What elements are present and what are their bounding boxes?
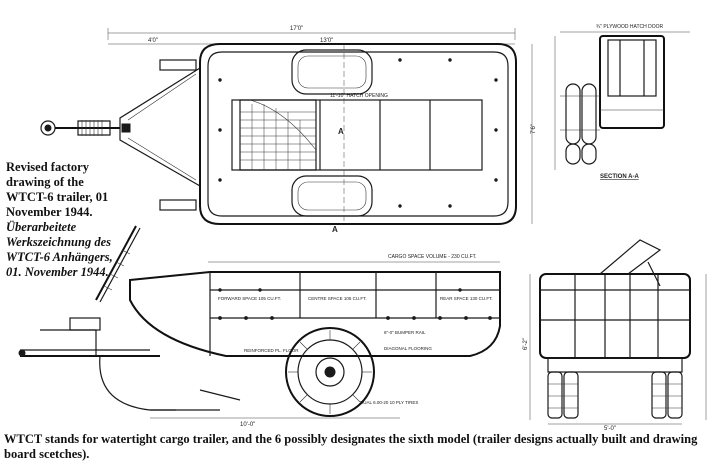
side-width-label: 5'-0"	[604, 426, 616, 432]
forward-space-label: FORWARD SPACE 105 CU.FT.	[218, 296, 281, 301]
caption-block: Revised factory drawing of the WTCT-6 tr…	[6, 160, 118, 280]
body-length-label: 13'0"	[320, 38, 333, 44]
section-mark-bottom: A	[332, 225, 338, 234]
side-wheel	[285, 327, 375, 417]
plan-view: 17'0" 4'0" 13'0" 11'-10" HATCH OP	[40, 26, 537, 234]
footer-note: WTCT stands for watertight cargo trailer…	[4, 432, 698, 461]
section-title: SECTION A-A	[600, 174, 639, 180]
caption-english: Revised factory drawing of the WTCT-6 tr…	[6, 160, 109, 219]
rear-space-label: REAR SPACE 130 CU.FT.	[440, 296, 493, 301]
side-view: CARGO SPACE VOLUME - 230 CU.FT. FORWARD …	[18, 225, 501, 428]
flooring-label: DIAGONAL FLOORING	[384, 346, 432, 351]
rear-view: 5'-0" 6'-2"	[523, 239, 707, 432]
bumper-rail-label: 6"-0" BUMPER RAIL	[384, 330, 426, 335]
reinforced-floor-label: REINFORCED PL. FLOOR	[244, 348, 299, 353]
section-view: ¾" PLYWOOD HATCH DOOR SECTION A-A	[554, 24, 690, 180]
centre-space-label: CENTRE SPACE 105 CU.FT.	[308, 296, 367, 301]
height-label: 6'-2"	[523, 338, 529, 350]
hatched-panel	[239, 99, 317, 171]
hatch-opening-label: 11'-10" HATCH OPENING	[330, 93, 388, 99]
rivets-plan	[218, 58, 498, 208]
wheel-spec-label: DUAL 6.00-20 10 PLY TIRES	[360, 400, 418, 405]
plywood-door-label: ¾" PLYWOOD HATCH DOOR	[596, 24, 664, 30]
ground-clearance-label: 10'-0"	[240, 422, 255, 428]
width-label: 7'6"	[531, 124, 537, 134]
caption-german: Überarbeitete Werkszeichnung des WTCT-6 …	[6, 220, 113, 279]
front-dim-label: 4'0"	[148, 38, 158, 44]
section-mark-top: A	[338, 127, 344, 136]
cargo-volume-label: CARGO SPACE VOLUME - 230 CU.FT.	[388, 254, 477, 260]
overall-length-label: 17'0"	[290, 26, 303, 32]
